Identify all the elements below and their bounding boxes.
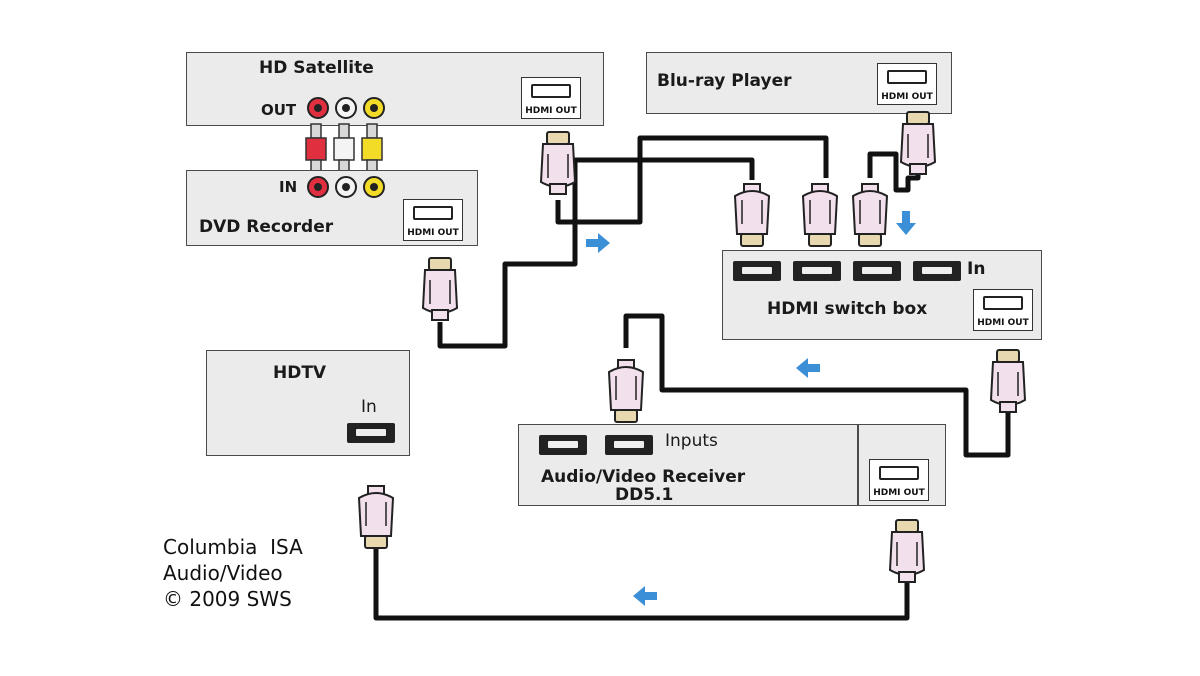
hdmi-plug-icon-receiver-in: [608, 359, 644, 423]
dvd-in-label: IN: [279, 178, 298, 196]
hdmi-plug-icon-switch-in-2: [802, 183, 838, 247]
receiver-hdmi-in-port-1: [539, 435, 587, 455]
rca-plug-white: [333, 123, 355, 173]
hdmi-slot-icon: [983, 296, 1023, 310]
receiver-hdmi-out-label: HDMI OUT: [873, 488, 925, 498]
copyright-credit: Columbia ISA Audio/Video © 2009 SWS: [163, 534, 303, 612]
rca-plug-yellow: [361, 123, 383, 173]
cable-receiver-to-hdtv: [373, 540, 910, 621]
hdtv-hdmi-in-port: [347, 423, 395, 443]
receiver-title: Audio/Video Receiver: [541, 467, 746, 487]
hdmi-slot-icon: [531, 84, 571, 98]
dvd-rca-yellow-jack: [363, 176, 385, 198]
cable-switch-to-receiver: [623, 313, 1011, 458]
dvd-hdmi-out-label: HDMI OUT: [407, 228, 459, 238]
switch-hdmi-out-label: HDMI OUT: [977, 318, 1029, 328]
dvd-rca-red-jack: [307, 176, 329, 198]
receiver-inputs-label: Inputs: [665, 431, 718, 451]
satellite-hdmi-out-label: HDMI OUT: [525, 106, 577, 116]
hd-satellite-box: HD Satellite OUT HDMI OUT: [186, 52, 604, 126]
switch-in-label: In: [967, 259, 986, 279]
dvd-recorder-box: IN DVD Recorder HDMI OUT: [186, 170, 478, 246]
dvd-recorder-title: DVD Recorder: [199, 217, 334, 237]
hdtv-title: HDTV: [273, 363, 327, 383]
hdmi-slot-icon: [879, 466, 919, 480]
satellite-out-label: OUT: [261, 101, 297, 119]
signal-arrow-down-icon: [896, 211, 916, 235]
cable-bluray-to-switch: [867, 150, 921, 193]
receiver-hdmi-in-port-2: [605, 435, 653, 455]
satellite-rca-yellow-jack: [363, 97, 385, 119]
switch-hdmi-in-port-1: [733, 261, 781, 281]
hdmi-plug-icon-switch-in-3: [852, 183, 888, 247]
hdmi-switch-box: In HDMI switch box HDMI OUT: [722, 250, 1042, 340]
cable-dvd-to-switch: [437, 157, 755, 349]
credit-line-3: © 2009 SWS: [163, 587, 292, 611]
hdmi-plug-icon-receiver-out: [889, 519, 925, 583]
credit-line-2: Audio/Video: [163, 561, 283, 585]
switch-hdmi-in-port-3: [853, 261, 901, 281]
hdtv-in-label: In: [361, 397, 377, 417]
hdmi-slot-icon: [413, 206, 453, 220]
bluray-player-title: Blu-ray Player: [657, 71, 792, 91]
hdmi-plug-icon-hdtv-in: [358, 485, 394, 549]
signal-arrow-right-icon: [586, 233, 610, 253]
receiver-hdmi-out-port: HDMI OUT: [869, 459, 929, 501]
bluray-hdmi-out-label: HDMI OUT: [881, 92, 933, 102]
hdmi-plug-icon-satellite: [540, 131, 576, 195]
av-receiver-box: Inputs Audio/Video Receiver DD5.1 HDMI O…: [518, 424, 946, 506]
satellite-rca-white-jack: [335, 97, 357, 119]
receiver-subtitle: DD5.1: [615, 485, 674, 505]
dvd-hdmi-out-port: HDMI OUT: [403, 199, 463, 241]
switch-hdmi-in-port-4: [913, 261, 961, 281]
bluray-hdmi-out-port: HDMI OUT: [877, 63, 937, 105]
hdmi-plug-icon-bluray: [900, 111, 936, 175]
hdmi-plug-icon-switch-out: [990, 349, 1026, 413]
signal-arrow-left-icon: [796, 358, 820, 378]
receiver-divider: [857, 425, 859, 505]
cable-satellite-to-switch: [555, 135, 829, 225]
hd-satellite-title: HD Satellite: [259, 58, 374, 78]
switch-hdmi-out-port: HDMI OUT: [973, 289, 1033, 331]
dvd-rca-white-jack: [335, 176, 357, 198]
satellite-hdmi-out-port: HDMI OUT: [521, 77, 581, 119]
satellite-rca-red-jack: [307, 97, 329, 119]
hdmi-slot-icon: [887, 70, 927, 84]
hdtv-box: HDTV In: [206, 350, 410, 456]
signal-arrow-left-icon-bottom: [633, 586, 657, 606]
bluray-player-box: Blu-ray Player HDMI OUT: [646, 52, 952, 114]
switch-hdmi-in-port-2: [793, 261, 841, 281]
hdmi-plug-icon-dvd: [422, 257, 458, 321]
hdmi-plug-icon-switch-in-1: [734, 183, 770, 247]
credit-line-1: Columbia ISA: [163, 535, 303, 559]
hdmi-switch-title: HDMI switch box: [767, 299, 928, 319]
